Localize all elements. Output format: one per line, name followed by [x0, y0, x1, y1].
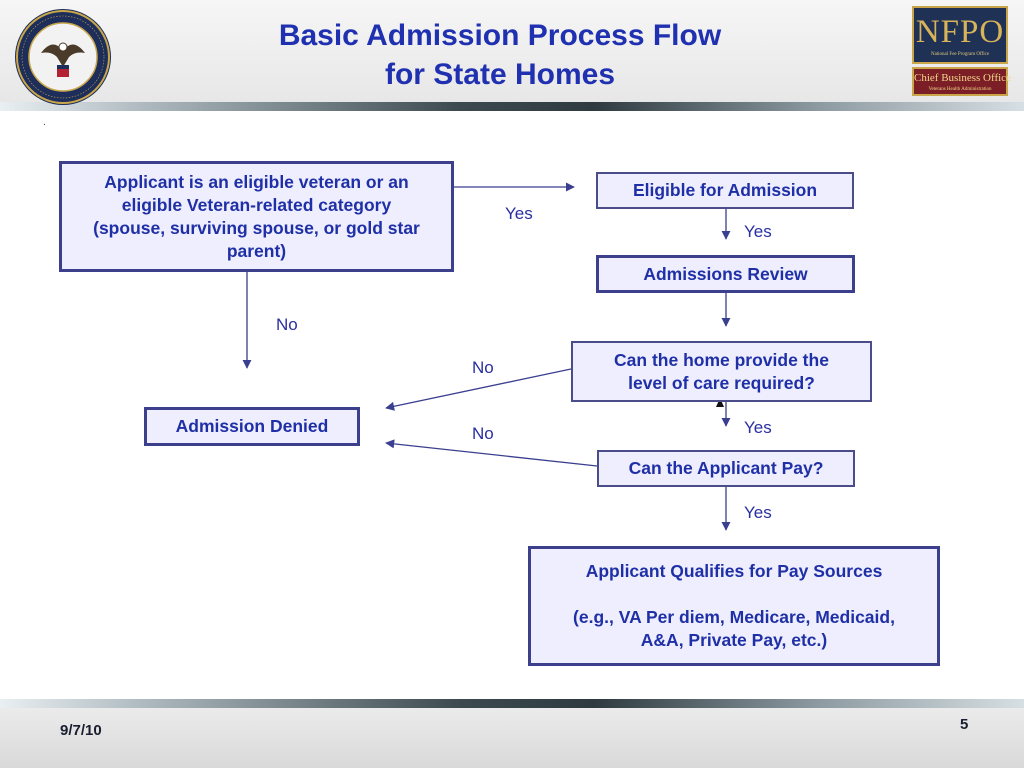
arrow-pay-to-denied — [385, 439, 598, 467]
node-applicant-eligible-line-4: parent) — [226, 240, 287, 261]
footer-band — [0, 708, 1024, 768]
nfpo-logo: NFPO National Fee Program Office Chief B… — [912, 6, 1011, 96]
edge-label-no-denied: No — [276, 315, 298, 334]
page-title-line-1: Basic Admission Process Flow — [278, 19, 722, 52]
node-admission-denied: Admission Denied — [144, 407, 360, 446]
edge-label-no-pay: No — [472, 424, 494, 443]
stray-mark: . — [43, 117, 46, 128]
node-can-pay: Can the Applicant Pay? — [597, 450, 855, 487]
edge-label-yes-eligible: Yes — [505, 204, 533, 223]
node-applicant-eligible: Applicant is an eligible veteran or an e… — [59, 161, 454, 272]
node-admissions-review: Admissions Review — [596, 255, 855, 293]
edge-label-yes-care: Yes — [744, 418, 772, 437]
cbo-subtext: Veterans Health Administration — [928, 87, 992, 92]
node-care-line-2: level of care required? — [628, 372, 815, 393]
edge-label-yes-pay: Yes — [744, 503, 772, 522]
node-review-label: Admissions Review — [643, 263, 808, 284]
header-divider — [0, 102, 1024, 111]
nfpo-logo-top: NFPO National Fee Program Office — [912, 6, 1008, 64]
node-qualifies-line-1: (e.g., VA Per diem, Medicare, Medicaid, — [573, 607, 895, 627]
node-qualifies: Applicant Qualifies for Pay Sources (e.g… — [528, 546, 940, 666]
header-band — [0, 0, 1024, 102]
cbo-title: Chief Business Office — [914, 72, 1011, 84]
node-applicant-eligible-line-3: (spouse, surviving spouse, or gold star — [93, 217, 420, 238]
nfpo-letters: NFPO — [915, 14, 1005, 50]
node-eligible-label: Eligible for Admission — [632, 180, 818, 200]
arrow-care-to-denied — [385, 368, 572, 411]
page-number: 5 — [960, 716, 969, 733]
node-applicant-eligible-line-2: eligible Veteran-related category — [121, 194, 392, 215]
footer-date: 9/7/10 — [60, 722, 102, 739]
node-applicant-eligible-line-1: Applicant is an eligible veteran or an — [104, 171, 409, 192]
cbo-logo-bottom: Chief Business Office Veterans Health Ad… — [912, 67, 1011, 96]
node-eligible-for-admission: Eligible for Admission — [596, 172, 854, 209]
node-level-of-care: Can the home provide the level of care r… — [571, 341, 872, 402]
edge-label-no-care: No — [472, 358, 494, 377]
edge-label-yes-review: Yes — [744, 222, 772, 241]
node-care-line-1: Can the home provide the — [614, 349, 829, 370]
arrow-care-small-tip — [716, 398, 724, 407]
node-qualifies-line-2: A&A, Private Pay, etc.) — [640, 630, 828, 650]
footer-divider — [0, 699, 1024, 708]
node-denied-label: Admission Denied — [175, 416, 329, 436]
page-title-line-2: for State Homes — [384, 58, 616, 91]
va-seal-logo — [15, 9, 111, 105]
page-title: Basic Admission Process Flow for State H… — [200, 16, 800, 94]
nfpo-subtext: National Fee Program Office — [930, 52, 990, 57]
node-qualifies-title: Applicant Qualifies for Pay Sources — [585, 561, 883, 581]
node-pay-label: Can the Applicant Pay? — [628, 458, 824, 478]
